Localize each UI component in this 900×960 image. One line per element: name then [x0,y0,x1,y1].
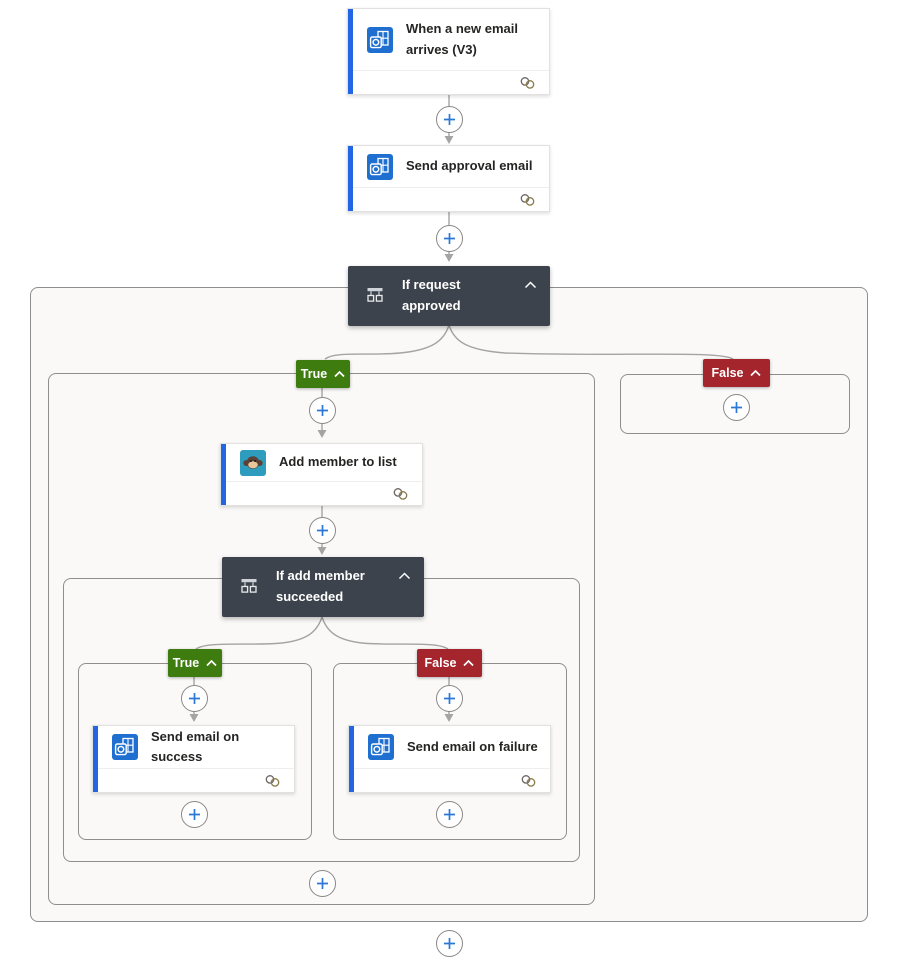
outlook-icon [368,734,394,760]
card-accent-bar [348,9,353,94]
add-step-button[interactable] [309,517,336,544]
card-title: Send email on success [151,728,240,764]
connection-icon [520,193,535,206]
add-step-button[interactable] [309,397,336,424]
card-title: Send email on failure [407,738,538,754]
condition-card-if-add-member-succeeded[interactable]: If add member succeeded [222,557,424,617]
add-step-button[interactable] [181,685,208,712]
condition-branch-icon [241,579,257,593]
chevron-up-icon [398,572,411,580]
outlook-icon [367,153,393,180]
outlook-icon [367,26,393,53]
action-card-send-email-on-success[interactable]: Send email on success [92,725,295,793]
branch-badge-label: True [300,367,328,381]
condition-title: If request approved [402,277,461,313]
add-step-button[interactable] [436,685,463,712]
plus-icon [444,114,455,125]
branch-badge-label: True [172,656,200,670]
plus-icon [444,809,455,820]
plus-icon [189,809,200,820]
branch-badge-false-2[interactable]: False [417,649,482,677]
add-step-button[interactable] [436,930,463,957]
chevron-up-icon [206,659,217,666]
plus-icon [189,693,200,704]
chevron-up-icon [524,281,537,289]
chevron-up-icon [334,370,345,377]
connection-icon [520,76,535,89]
action-card-send-email-on-failure[interactable]: Send email on failure [348,725,551,793]
connection-icon [521,774,536,787]
card-title: Send approval email [406,158,533,174]
add-step-button[interactable] [723,394,750,421]
card-accent-bar [221,444,226,505]
action-card-add-member-to-list[interactable]: Add member to list [220,443,423,506]
branch-badge-label: False [711,366,744,380]
condition-card-if-request-approved[interactable]: If request approved [348,266,550,326]
outlook-icon [112,734,138,760]
card-title: Add member to list [279,454,397,470]
branch-badge-label: False [424,656,457,670]
card-accent-bar [349,726,354,792]
chevron-up-icon [463,659,475,666]
add-step-button[interactable] [436,801,463,828]
connection-icon [265,774,280,787]
chevron-up-icon [750,369,762,376]
condition-title: If add member succeeded [276,568,365,604]
branch-badge-true-1[interactable]: True [296,360,350,388]
add-step-button[interactable] [309,870,336,897]
mailchimp-icon [240,449,266,476]
card-accent-bar [93,726,98,792]
action-card-send-approval-email[interactable]: Send approval email [347,145,550,212]
plus-icon [444,938,455,949]
card-accent-bar [348,146,353,211]
trigger-card-when-new-email-arrives[interactable]: When a new email arrives (V3) [347,8,550,95]
plus-icon [731,402,742,413]
plus-icon [444,693,455,704]
branch-badge-true-2[interactable]: True [168,649,222,677]
plus-icon [317,405,328,416]
condition-branch-icon [367,288,383,302]
plus-icon [444,233,455,244]
connection-icon [393,487,408,500]
add-step-button[interactable] [181,801,208,828]
add-step-button[interactable] [436,225,463,252]
branch-badge-false-1[interactable]: False [703,359,770,387]
card-title: When a new email arrives (V3) [406,21,518,57]
plus-icon [317,525,328,536]
add-step-button[interactable] [436,106,463,133]
plus-icon [317,878,328,889]
